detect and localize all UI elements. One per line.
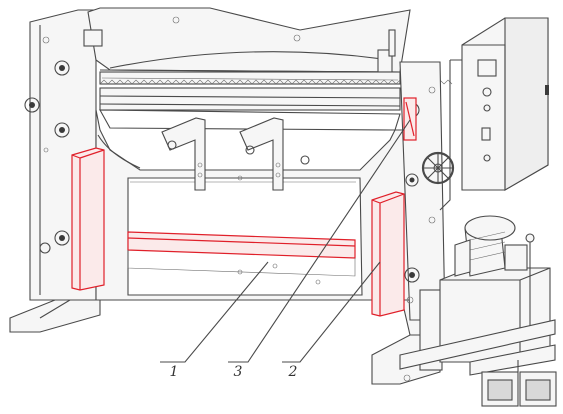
foot-pedal xyxy=(481,360,557,407)
callout-label-1: 1 xyxy=(170,364,179,380)
callout-label-3: 3 xyxy=(234,364,243,380)
callout-label-2: 2 xyxy=(288,364,298,380)
red-left-guard xyxy=(71,147,105,291)
control-cabinet xyxy=(439,17,549,211)
backgauge-brackets xyxy=(161,117,310,191)
handwheel xyxy=(421,151,455,185)
leader-lines xyxy=(160,119,411,363)
part-3-red-stop xyxy=(403,97,417,141)
part-2-red-right-guard xyxy=(371,191,405,317)
base-rails xyxy=(399,319,556,376)
part-1-red-lower-beam xyxy=(127,231,356,285)
upper-beam xyxy=(83,7,411,73)
clamping-rail xyxy=(99,71,453,131)
